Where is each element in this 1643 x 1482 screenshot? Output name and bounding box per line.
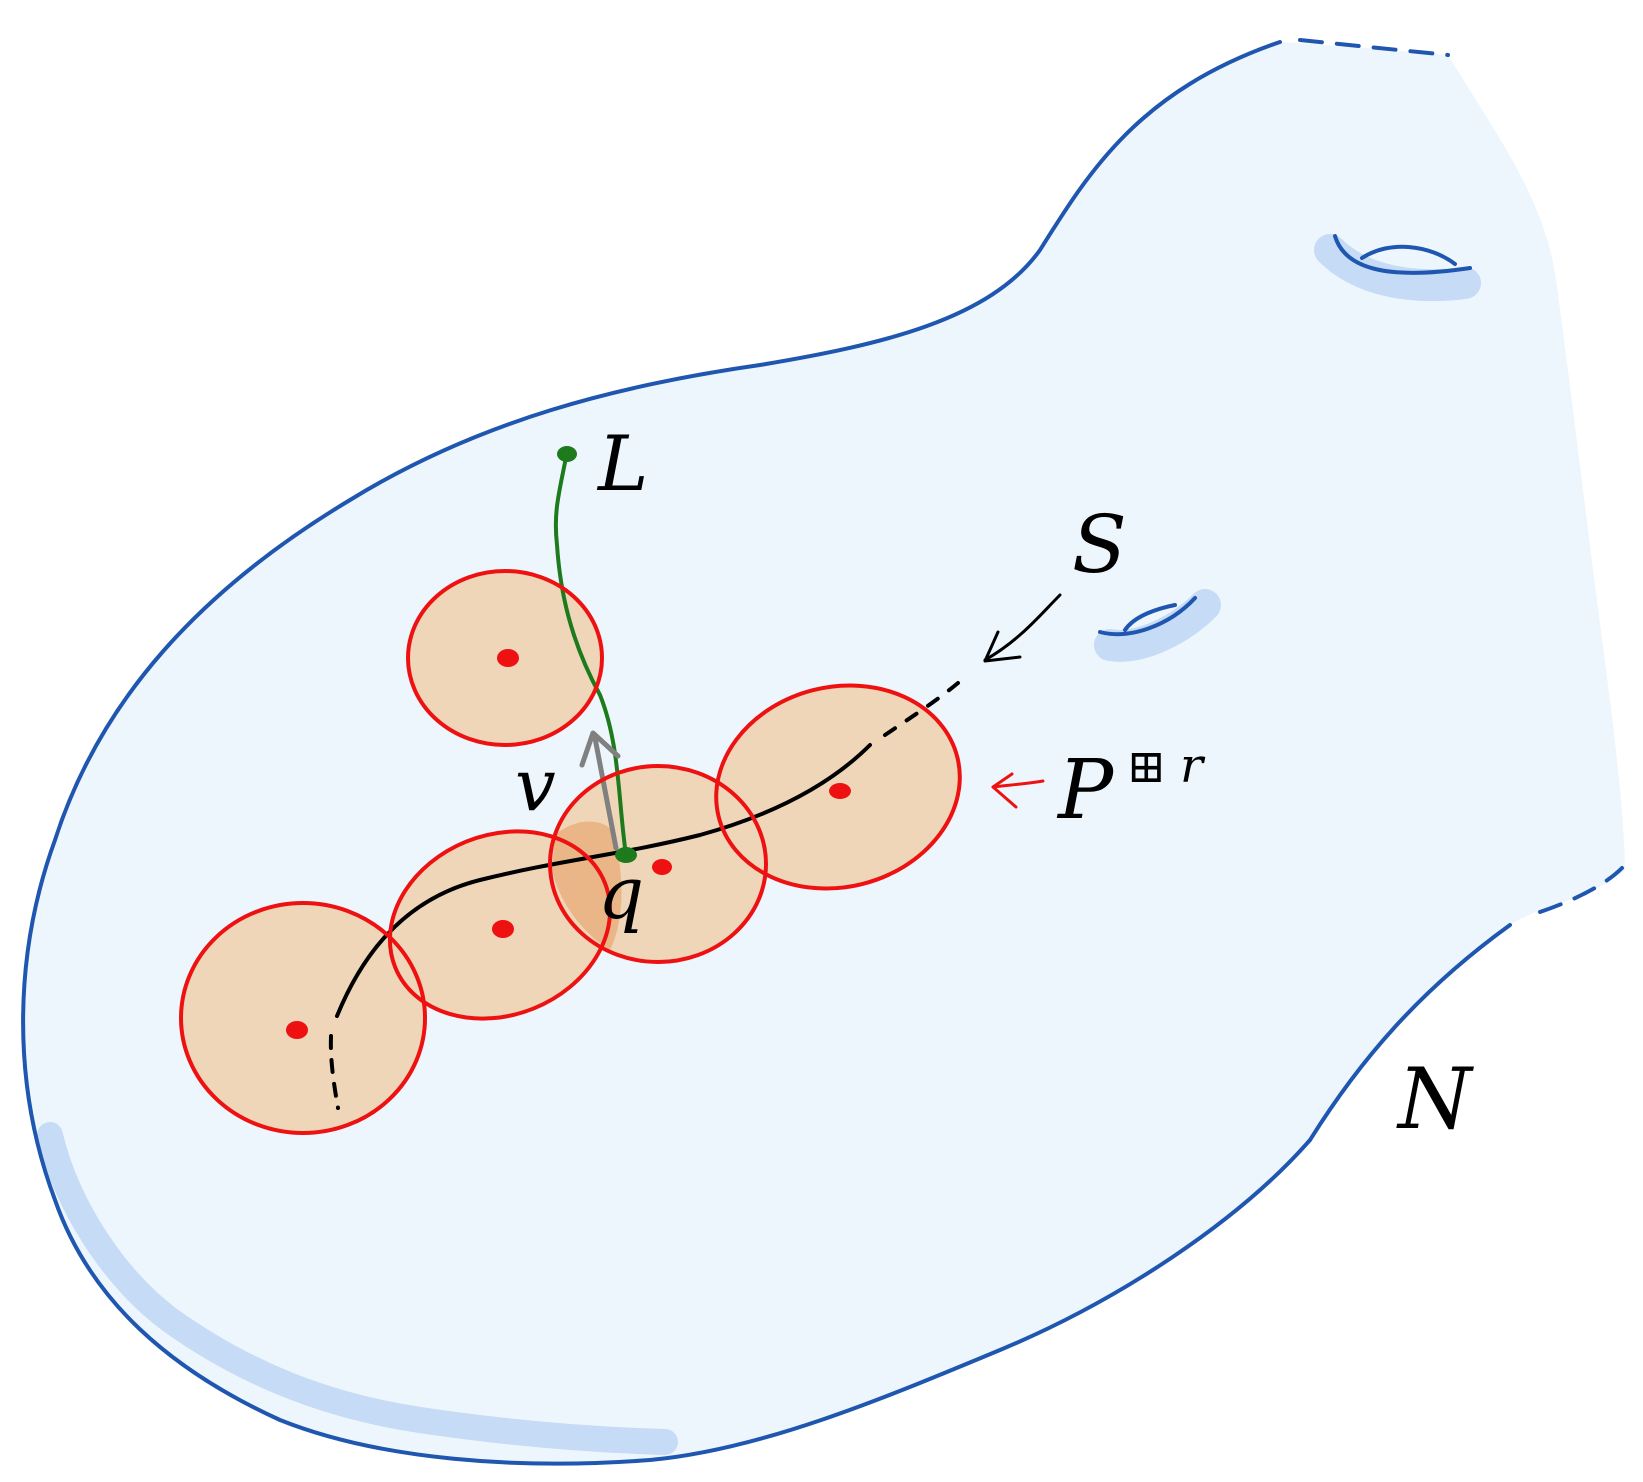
label-N: N	[1396, 1050, 1474, 1148]
center-point-1	[286, 1021, 308, 1039]
vector-v-shaft	[592, 735, 619, 851]
ball-outline-5	[406, 569, 604, 747]
ball-outline-2	[387, 829, 613, 1021]
label-q: q	[598, 851, 644, 935]
manifold-boundary	[21, 40, 1512, 1466]
arrow-to-S-head	[983, 630, 1022, 663]
center-point-4	[829, 783, 851, 799]
boundary-dashed-top	[1298, 38, 1450, 57]
curve-L	[553, 450, 628, 857]
ball-outline-3	[548, 764, 768, 964]
hole-shadow-upper	[1314, 234, 1481, 302]
hole-lower-inner	[1123, 603, 1177, 632]
curve-S-dashed-end	[883, 681, 960, 737]
label-L: L	[596, 419, 648, 508]
bottom-shadow	[37, 1122, 678, 1455]
ball-fill-1	[181, 903, 425, 1133]
boundary-dashed-right	[1538, 866, 1624, 914]
hole-lower-outer	[1098, 596, 1197, 637]
vector-v	[579, 730, 621, 851]
hole-upper-outer	[1333, 234, 1472, 275]
label-S: S	[1072, 498, 1127, 591]
curve-S-dashed-start	[328, 1034, 340, 1110]
label-P-base: P	[1056, 743, 1115, 838]
L-endpoint	[557, 446, 577, 462]
balls-outline	[179, 569, 962, 1135]
ball-outline-4	[714, 683, 962, 891]
label-v: v	[515, 743, 556, 827]
center-point-2	[492, 920, 514, 938]
hole-upper-inner	[1360, 244, 1457, 266]
ball-outline-1	[179, 901, 427, 1135]
q-point	[615, 847, 637, 863]
center-point-3	[652, 859, 672, 875]
center-point-5	[497, 649, 519, 667]
arrow-to-S	[983, 593, 1062, 662]
label-P-box-r: P ⊞ r	[1056, 738, 1206, 838]
label-P-sup-var: r	[1180, 738, 1206, 794]
hole-shadow-lower	[1094, 589, 1221, 662]
arrow-to-P-head	[991, 772, 1018, 809]
arrow-to-P	[991, 779, 1045, 789]
vector-v-head	[579, 730, 621, 768]
label-P-sup-symbol: ⊞	[1127, 739, 1166, 793]
point-set-P	[286, 649, 851, 1039]
